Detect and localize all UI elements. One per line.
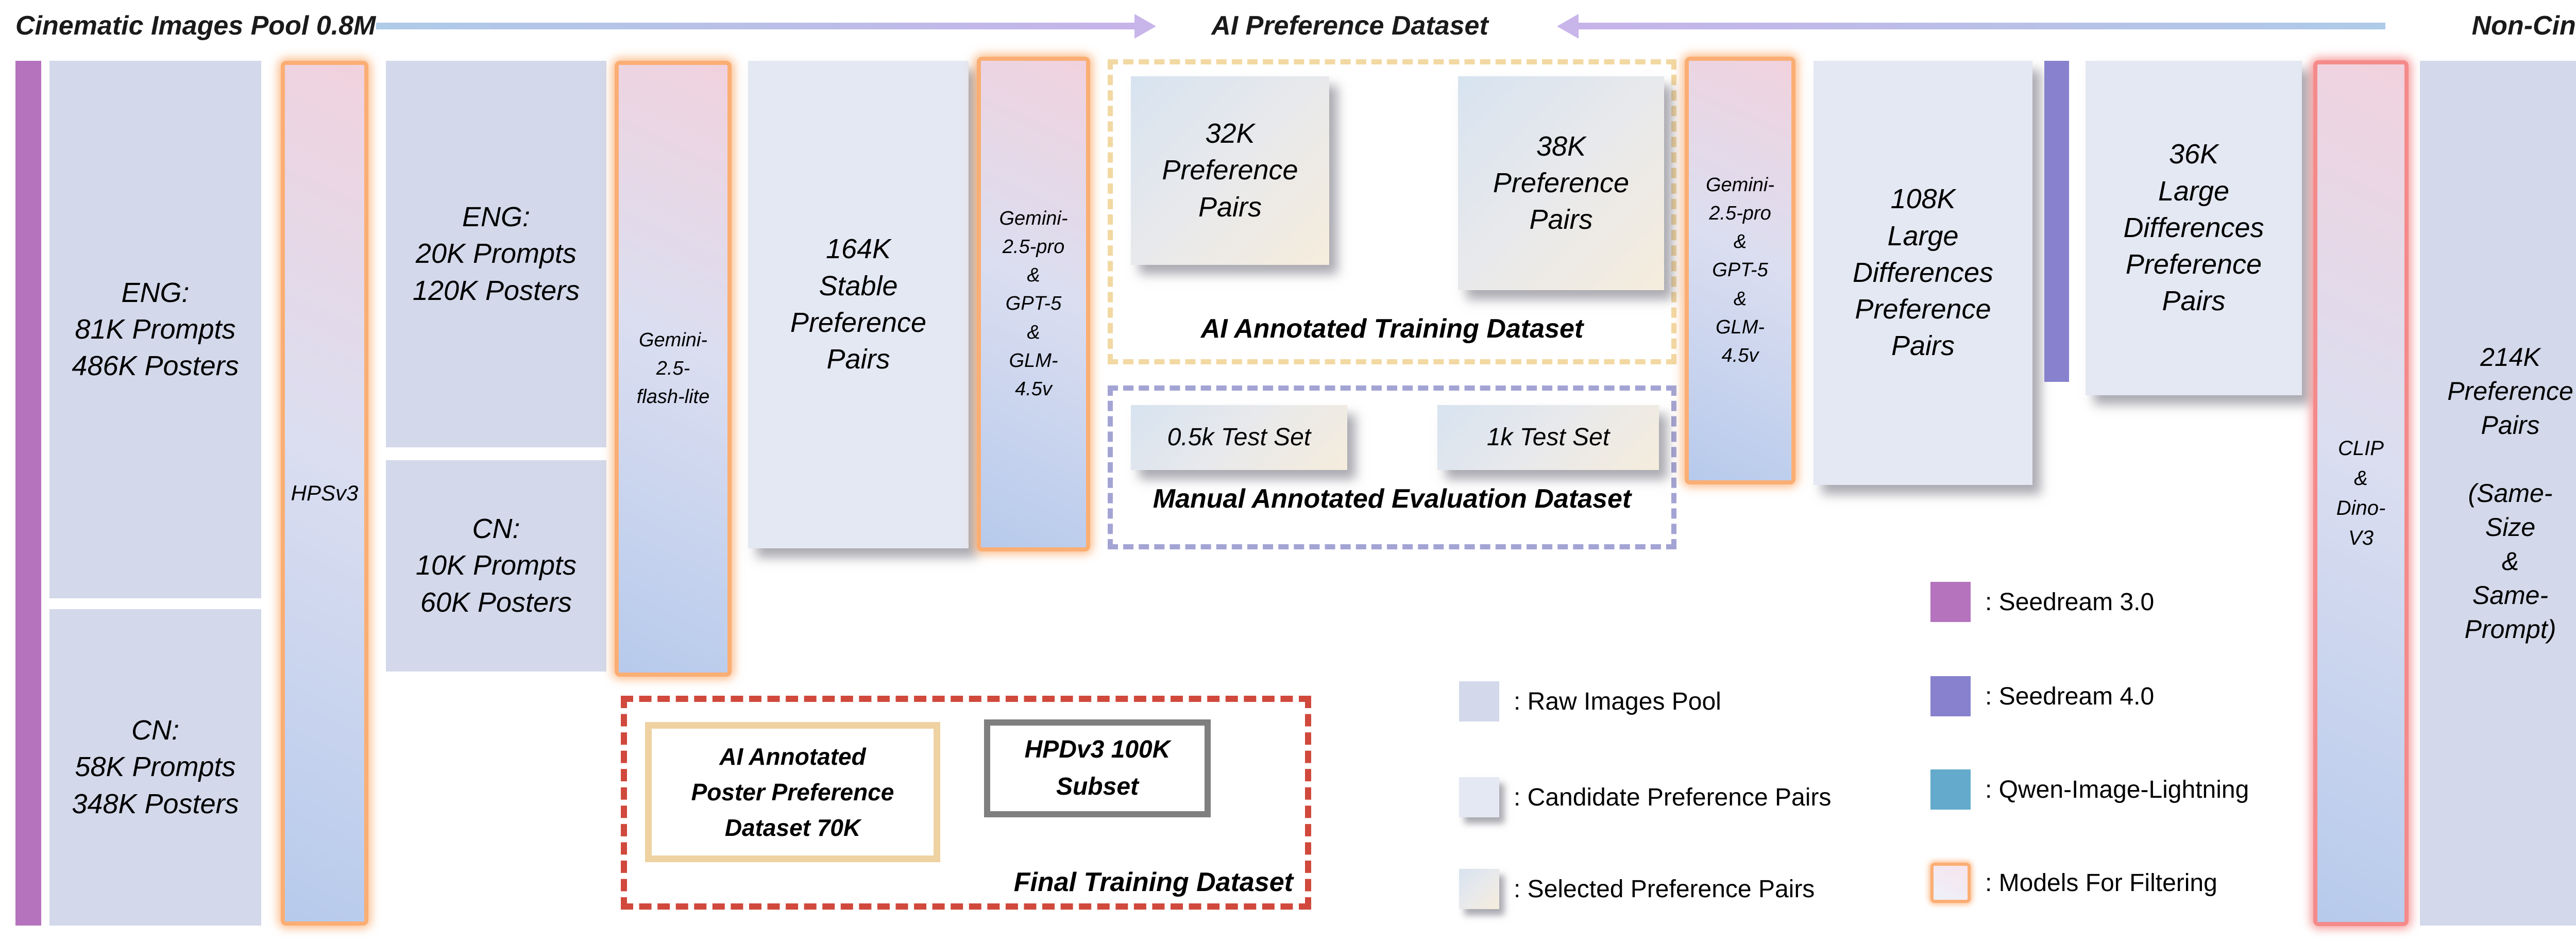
qwen-swatch-icon	[1930, 769, 1971, 810]
arrow-line-left	[376, 23, 1134, 29]
test-set-05k-box: 0.5k Test Set	[1131, 405, 1347, 470]
manual-evaluation-group	[1108, 385, 1676, 549]
seedream3-swatch-icon	[1930, 582, 1971, 622]
final-training-label: Final Training Dataset	[1013, 867, 1293, 897]
legend-candidate-pairs: : Candidate Preference Pairs	[1459, 777, 1831, 817]
hpdv3-100k-subset-box: HPDv3 100K Subset	[984, 719, 1211, 817]
gemini-pro-filter-bar-left: Gemini- 2.5-pro & GPT-5 & GLM- 4.5v	[977, 57, 1090, 551]
cn-10k-pool-box: CN: 10K Prompts 60K Posters	[386, 460, 606, 672]
eng-20k-pool-box: ENG: 20K Prompts 120K Posters	[386, 61, 606, 447]
seedream3-bar	[15, 61, 41, 926]
poster-preference-70k-box: AI Annotated Poster Preference Dataset 7…	[645, 722, 940, 862]
clip-dino-filter-bar: CLIP & Dino- V3	[2313, 60, 2409, 926]
final-training-group	[621, 696, 1311, 910]
legend-label: : Qwen-Image-Lightning	[1985, 776, 2249, 803]
legend-label: : Seedream 4.0	[1985, 682, 2155, 710]
large-36k-pairs-box: 36K Large Differences Preference Pairs	[2086, 61, 2302, 395]
arrow-head-left-icon	[1557, 14, 1579, 39]
gemini-pro-filter-bar-right: Gemini- 2.5-pro & GPT-5 & GLM- 4.5v	[1685, 57, 1795, 484]
large-108k-pairs-box: 108K Large Differences Preference Pairs	[1814, 61, 2032, 485]
seedream4-bar	[2044, 61, 2069, 382]
stable-164k-pairs-box: 164K Stable Preference Pairs	[748, 61, 969, 548]
candidate-pairs-swatch-icon	[1459, 777, 1499, 817]
eng-81k-pool-box: ENG: 81K Prompts 486K Posters	[49, 61, 261, 598]
legend-seedream4: : Seedream 4.0	[1930, 676, 2154, 716]
raw-pool-swatch-icon	[1459, 681, 1499, 721]
legend-raw-images-pool: : Raw Images Pool	[1459, 681, 1721, 721]
arrow-head-right-icon	[1134, 14, 1156, 39]
pairs-32k-box: 32K Preference Pairs	[1131, 76, 1329, 265]
cinematic-pool-title: Cinematic Images Pool 0.8M	[15, 11, 376, 41]
legend-label: : Candidate Preference Pairs	[1514, 783, 1832, 811]
legend-label: : Selected Preference Pairs	[1514, 875, 1815, 903]
arrow-line-right	[1579, 23, 2385, 29]
pairs-214k-box: 214K Preference Pairs (Same- Size & Same…	[2420, 61, 2576, 926]
gemini-flash-lite-filter-bar: Gemini- 2.5- flash-lite	[615, 61, 732, 677]
cn-58k-pool-box: CN: 58K Prompts 348K Posters	[49, 609, 261, 926]
legend-seedream3: : Seedream 3.0	[1930, 582, 2154, 622]
test-set-1k-box: 1k Test Set	[1437, 405, 1659, 470]
ai-preference-dataset-title: AI Preference Dataset	[1211, 11, 1488, 41]
seedream4-swatch-icon	[1930, 676, 1971, 716]
ai-annotated-training-label: AI Annotated Training Dataset	[1200, 314, 1584, 344]
filter-models-swatch-icon	[1930, 863, 1971, 903]
manual-evaluation-label: Manual Annotated Evaluation Dataset	[1153, 484, 1632, 514]
non-cinematic-pool-title: Non-Cinematic Images Pool 1M	[2471, 11, 2576, 41]
hpsv3-filter-bar: HPSv3	[281, 61, 368, 926]
selected-pairs-swatch-icon	[1459, 869, 1499, 909]
legend-models-for-filtering: : Models For Filtering	[1930, 863, 2217, 903]
legend-label: : Models For Filtering	[1985, 869, 2217, 897]
pairs-38k-box: 38K Preference Pairs	[1458, 76, 1664, 290]
legend-label: : Raw Images Pool	[1514, 687, 1721, 715]
legend-qwen-image-lightning: : Qwen-Image-Lightning	[1930, 769, 2249, 810]
legend-selected-pairs: : Selected Preference Pairs	[1459, 869, 1815, 909]
ai-annotated-training-group	[1108, 59, 1676, 364]
legend-label: : Seedream 3.0	[1985, 588, 2155, 616]
